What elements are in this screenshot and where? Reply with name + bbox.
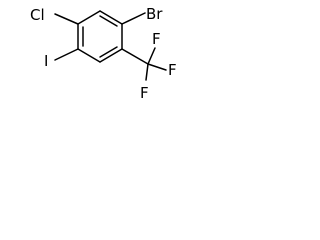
- ring-double-bond-bottom: [99, 46, 118, 58]
- atom-label-fluorine-bottom: F: [140, 84, 149, 102]
- ring-bond-bottom-right: [99, 48, 123, 63]
- bond-cf3-top: [147, 47, 156, 65]
- chemical-structure: Cl Br I F F F: [30, 5, 177, 102]
- atom-label-fluorine-right: F: [168, 61, 177, 79]
- ring-bond-bottom-left: [77, 48, 101, 63]
- bond-to-cf3-carbon: [121, 48, 149, 65]
- bond-cf3-bottom: [145, 63, 149, 81]
- structure-canvas: Cl Br I F F F: [0, 0, 194, 138]
- atom-label-fluorine-top: F: [152, 30, 161, 48]
- bond-cf3-right: [147, 63, 167, 71]
- bond-to-chlorine: [54, 13, 79, 25]
- bond-to-iodine: [54, 48, 79, 61]
- ring-bond-top-right: [99, 10, 123, 25]
- atom-label-chlorine: Cl: [30, 6, 45, 24]
- ring-double-bond-top: [99, 15, 118, 27]
- atom-label-iodine: I: [44, 52, 48, 70]
- ring-bond-top-left: [77, 10, 101, 25]
- atom-label-bromine: Br: [146, 5, 163, 23]
- bond-to-bromine: [121, 12, 146, 25]
- benzene-ring: [77, 10, 123, 63]
